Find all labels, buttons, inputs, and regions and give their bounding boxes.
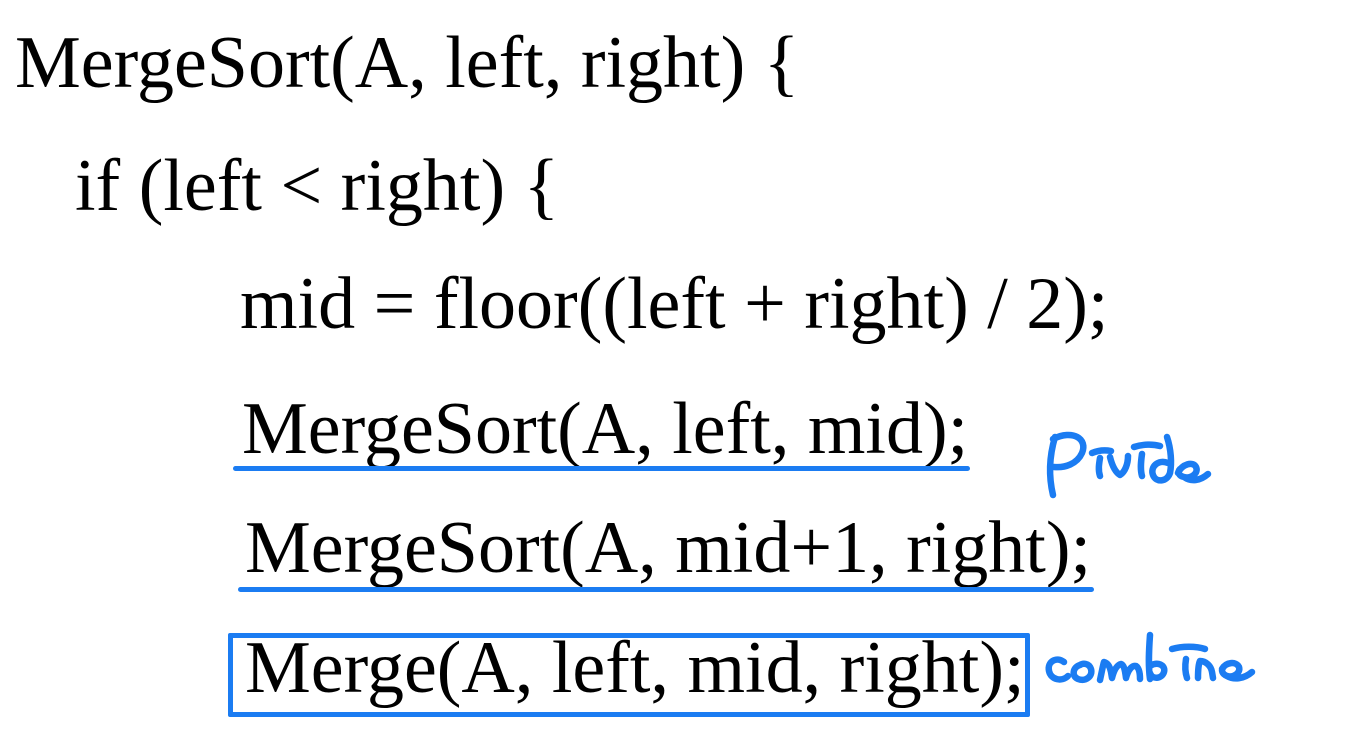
code-line-merge-call: Merge(A, left, mid, right); (245, 627, 1025, 709)
code-line-if-condition: if (left < right) { (75, 145, 560, 227)
divide-ink-strokes (1046, 431, 1212, 499)
code-line-recursive-call-left: MergeSort(A, left, mid); (242, 388, 969, 470)
code-line-mergesort-signature: MergeSort(A, left, right) { (15, 22, 800, 104)
handwritten-divide-annotation: Divide (1046, 431, 1212, 499)
ink-box-merge-call (228, 633, 1030, 717)
ink-underline-right-call (238, 587, 1094, 592)
ink-underline-left-call (233, 466, 970, 471)
code-line-recursive-call-right: MergeSort(A, mid+1, right); (245, 507, 1092, 589)
combine-ink-strokes (1045, 631, 1256, 684)
handwritten-combine-annotation: combine (1045, 631, 1256, 684)
code-line-mid-assignment: mid = floor((left + right) / 2); (240, 263, 1109, 345)
